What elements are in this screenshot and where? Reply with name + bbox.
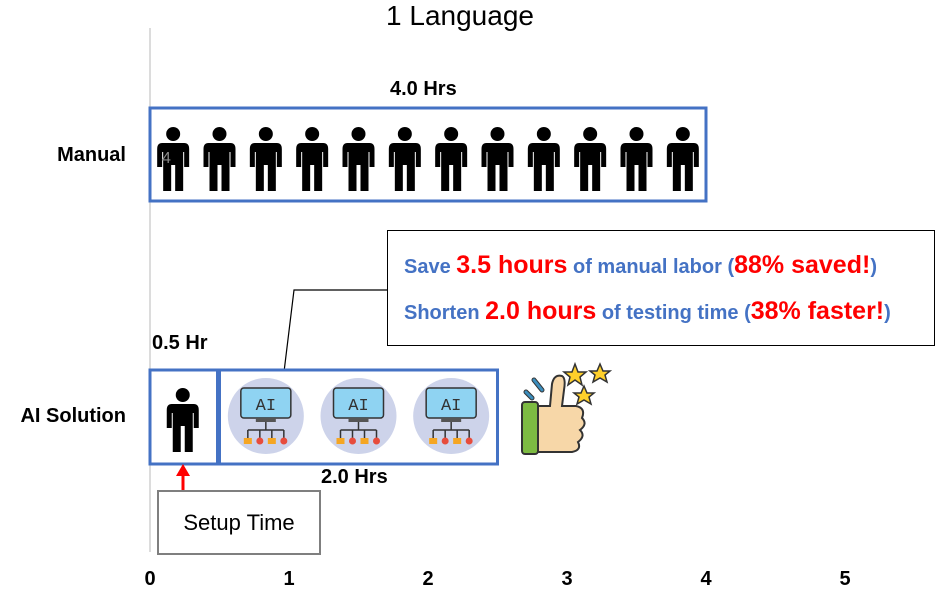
savings-callout: Save 3.5 hours of manual labor (88% save… <box>387 230 935 346</box>
x-tick-label: 5 <box>839 568 851 590</box>
callout-line-labor: Save 3.5 hours of manual labor (88% save… <box>404 251 877 280</box>
callout-text: Save <box>404 256 457 278</box>
x-tick-label: 1 <box>283 568 295 590</box>
stray-label: 4 <box>162 150 171 167</box>
callout-text: Shorten <box>404 302 486 324</box>
bars-layer: 4 <box>148 106 708 466</box>
callout-text: ) <box>870 256 877 278</box>
bar-manual <box>148 106 708 203</box>
x-tick-label: 0 <box>144 568 156 590</box>
callout-text: ) <box>884 302 891 324</box>
setup-time-box: Setup Time <box>157 490 321 555</box>
x-tick-label: 4 <box>700 568 712 590</box>
thumbs-up-icon <box>521 361 613 455</box>
bar-label-ai-setup: 0.5 Hr <box>152 332 208 354</box>
callout-leader <box>283 289 387 373</box>
x-tick-label: 2 <box>422 568 434 590</box>
callout-highlight: 2.0 hours <box>485 297 597 325</box>
x-tick-label: 3 <box>561 568 573 590</box>
category-label-manual: Manual <box>57 144 126 166</box>
ai-computer-icon <box>319 377 398 455</box>
callout-text: of testing time ( <box>596 302 751 324</box>
callout-highlight: 38% faster! <box>750 297 885 325</box>
setup-arrow <box>176 464 190 490</box>
category-label-ai-solution: AI Solution <box>20 405 126 427</box>
bar-label-ai-run: 2.0 Hrs <box>321 466 388 488</box>
callout-highlight: 88% saved! <box>734 251 871 279</box>
callout-highlight: 3.5 hours <box>456 251 568 279</box>
ai-computer-icon <box>227 377 305 455</box>
bar-label-manual: 4.0 Hrs <box>390 78 457 100</box>
callout-line-time: Shorten 2.0 hours of testing time (38% f… <box>404 297 891 326</box>
callout-text: of manual labor ( <box>567 256 735 278</box>
ai-computer-icon <box>412 377 490 455</box>
chart-title: 1 Language <box>386 0 534 31</box>
